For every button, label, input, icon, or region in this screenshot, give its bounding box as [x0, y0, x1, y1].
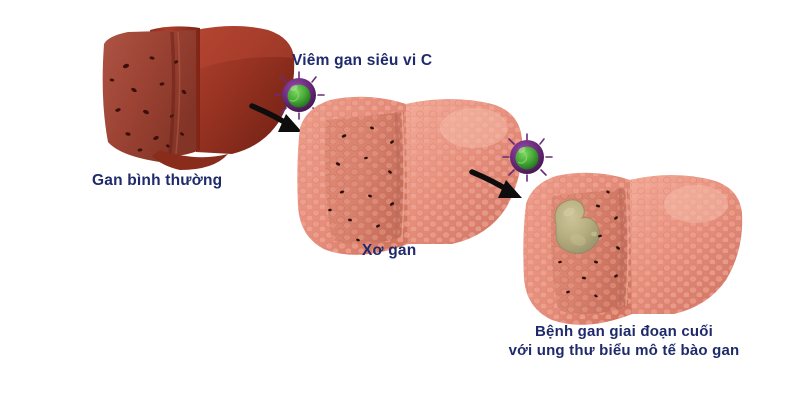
normal-liver-lower-lip [152, 150, 228, 170]
normal-liver-groove [168, 31, 176, 155]
normal-liver-right-lobe [196, 26, 295, 154]
endstage-vessel-speckles [558, 190, 620, 298]
cirrhotic-right-nodules [406, 99, 523, 244]
cirrhotic-vessel-speckles [328, 126, 395, 242]
label-endstage-line1: Bệnh gan giai đoạn cuối [535, 323, 713, 340]
normal-liver-groove-highlight [175, 31, 181, 155]
cirrhotic-groove-highlight [401, 111, 405, 239]
hepatocellular-carcinoma-tumor [554, 199, 600, 254]
endstage-groove-highlight [625, 187, 629, 307]
cirrhotic-liver-illustration [297, 96, 523, 255]
cirrhotic-cut-nodules [324, 112, 404, 245]
hepatitis-c-virus-1-icon [274, 71, 325, 120]
cirrhotic-groove [394, 111, 400, 239]
hepatitis-c-virus-2-icon [502, 133, 553, 182]
label-cirrhosis: Xơ gan [362, 242, 417, 259]
normal-liver-vessel-speckles [109, 56, 187, 152]
arrow-normal-to-cirrhosis [249, 103, 302, 132]
arrow-cirrhosis-to-endstage [469, 169, 522, 198]
normal-liver-illustration [102, 26, 295, 170]
endstage-liver-illustration [523, 172, 743, 325]
normal-liver-cut-face [102, 30, 196, 162]
endstage-groove [618, 187, 624, 307]
label-hepatitis-c: Viêm gan siêu vi C [292, 52, 433, 69]
label-endstage-liver: Bệnh gan giai đoạn cuối với ung thư biểu… [498, 322, 750, 360]
endstage-right-nodules [630, 175, 743, 314]
normal-liver-highlight [196, 26, 294, 70]
label-endstage-line2: với ung thư biểu mô tế bào gan [508, 342, 740, 359]
label-normal-liver: Gan bình thường [92, 172, 223, 189]
